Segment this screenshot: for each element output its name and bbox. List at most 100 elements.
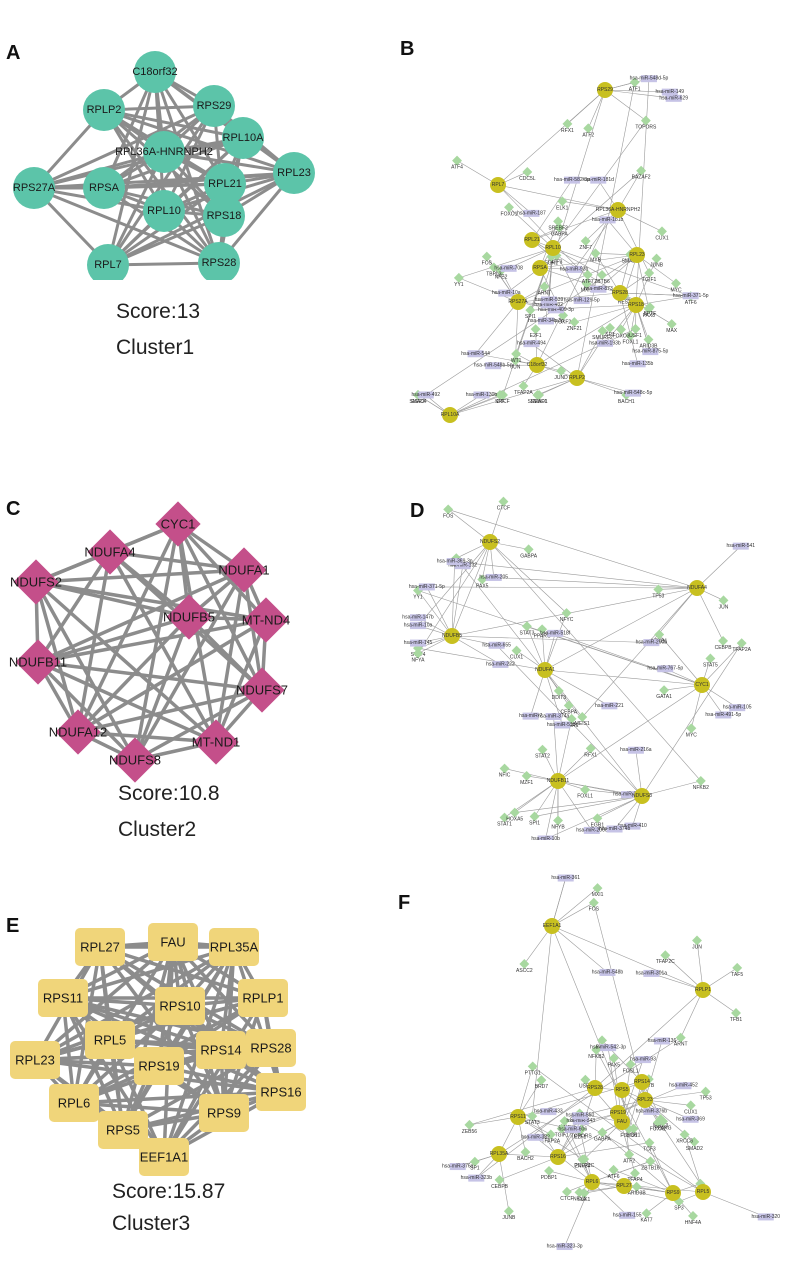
hub-rps9[interactable]: RPS9	[665, 1185, 681, 1201]
tf-foxl1[interactable]: FOXL1	[577, 784, 593, 800]
hub-rps27a[interactable]: RPS27A	[508, 294, 528, 310]
tf-cebpb[interactable]: CEBPB	[715, 635, 733, 651]
tf-junb[interactable]: JUNB	[502, 1206, 516, 1221]
node-rpl21[interactable]: RPL21	[204, 163, 246, 205]
tf-mzf1[interactable]: MZF1	[520, 770, 533, 786]
tf-tfap2c[interactable]: TFAP2C	[656, 950, 675, 965]
mirna-hsa-mir-147b[interactable]: hsa-miR-147b	[402, 614, 434, 622]
tf-nfic[interactable]: NFIC	[499, 763, 511, 779]
tf-cux1[interactable]: CUX1	[510, 645, 524, 661]
tf-hoxa5[interactable]: HOXA5	[506, 807, 523, 823]
mirna-hsa-mir-7[interactable]: hsa-miR-7	[519, 712, 542, 720]
node-rps28[interactable]: RPS28	[198, 242, 240, 280]
tf-egr1[interactable]: EGR1	[565, 713, 579, 729]
mirna-hsa-mir-542-3p[interactable]: hsa-miR-542-3p	[590, 1044, 626, 1052]
hub-rplp2[interactable]: RPLP2	[569, 370, 585, 386]
mirna-hsa-mir-222[interactable]: hsa-miR-222	[486, 660, 515, 668]
mirna-hsa-mir-130b[interactable]: hsa-miR-130b	[466, 391, 498, 399]
mirna-hsa-mir-629[interactable]: hsa-miR-629	[659, 94, 688, 102]
mirna-hsa-mir-105[interactable]: hsa-miR-105	[723, 704, 752, 712]
hub-rpl10[interactable]: RPL10	[545, 240, 561, 256]
tf-foxo1[interactable]: FOXO1	[501, 202, 518, 217]
mirna-hsa-mir-376b[interactable]: hsa-miR-376b	[636, 1107, 668, 1115]
tf-ascc2[interactable]: ASCC2	[516, 959, 533, 974]
tf-mxi1[interactable]: MXI1	[581, 278, 593, 294]
tf-tp53[interactable]: TP53	[700, 1086, 712, 1102]
mirna-hsa-mir-369-3p[interactable]: hsa-miR-369-3p	[437, 558, 473, 566]
tf-arid3b[interactable]: ARID3B	[628, 1181, 647, 1197]
hub-cyc1[interactable]: CYC1	[694, 677, 710, 693]
tf-topors[interactable]: TOPORS	[635, 115, 657, 131]
mirna-hsa-mir-655[interactable]: hsa-miR-655	[482, 641, 511, 649]
hub-rps5[interactable]: RPS5	[614, 1082, 630, 1098]
mirna-hsa-mir-10b[interactable]: hsa-miR-10b	[531, 835, 560, 840]
tf-sp1[interactable]: SP1	[469, 1156, 480, 1172]
hub-rps16[interactable]: RPS16	[550, 1149, 566, 1165]
tf-stat3[interactable]: STAT3	[525, 1111, 540, 1126]
mirna-hsa-mir-492[interactable]: hsa-miR-492	[411, 391, 440, 399]
node-rpl27[interactable]: RPL27	[75, 928, 125, 966]
mirna-hsa-mir-767-5p[interactable]: hsa-miR-767-5p	[647, 665, 683, 673]
node-rpl23[interactable]: RPL23	[10, 1041, 60, 1079]
mirna-hsa-mir-374b[interactable]: hsa-miR-374b	[599, 825, 631, 833]
tf-myc[interactable]: MYC	[670, 278, 682, 293]
hub-ndufb11[interactable]: NDUFB11	[547, 773, 570, 789]
node-rps27a[interactable]: RPS27A	[13, 167, 56, 209]
mirna-hsa-mir-708[interactable]: hsa-miR-708	[494, 264, 523, 272]
tf-rfx1[interactable]: RFX1	[561, 118, 574, 134]
tf-pparg[interactable]: PPARG	[534, 624, 551, 639]
tf-usf1[interactable]: USF1	[579, 1074, 592, 1090]
tf-arnt[interactable]: ARNT	[538, 281, 552, 297]
tf-e2f1[interactable]: E2F1	[530, 324, 542, 339]
mirna-hsa-mir-409-3p[interactable]: hsa-miR-409-3p	[538, 306, 574, 314]
mirna-hsa-mir-550[interactable]: hsa-miR-550	[566, 1112, 595, 1120]
tf-fos[interactable]: FOS	[482, 251, 493, 267]
hub-rpl36a-hnrnph2[interactable]: RPL36A-HNRNPH2	[596, 202, 641, 218]
mirna-hsa-mir-10a[interactable]: hsa-miR-10a	[404, 622, 433, 630]
node-ndufa12[interactable]: NDUFA12	[49, 709, 108, 755]
mirna-hsa-mir-200b[interactable]: hsa-miR-200b	[636, 639, 668, 647]
tf-xrcc6[interactable]: XRCC6	[676, 1129, 693, 1145]
mirna-hsa-mir-320[interactable]: hsa-miR-320	[751, 1213, 780, 1221]
node-rps14[interactable]: RPS14	[196, 1031, 246, 1069]
tf-stat5[interactable]: STAT5	[703, 653, 718, 668]
tf-atf1[interactable]: ATF1	[629, 77, 641, 92]
mirna-hsa-mir-452[interactable]: hsa-miR-452	[669, 1082, 698, 1090]
mirna-hsa-mir-875-5p[interactable]: hsa-miR-875-5p	[632, 348, 668, 356]
tf-wt1[interactable]: WT1	[511, 348, 522, 364]
node-c18orf32[interactable]: C18orf32	[132, 51, 178, 93]
node-rpl23[interactable]: RPL23	[273, 152, 315, 194]
tf-elk1[interactable]: ELK1	[556, 196, 569, 211]
node-rplp1[interactable]: RPLP1	[238, 979, 288, 1017]
tf-fos[interactable]: FOS	[589, 897, 600, 913]
hub-rpl23[interactable]: RPL23	[637, 1092, 653, 1108]
tf-nfyb[interactable]: NFYB	[551, 815, 565, 831]
hub-rps18[interactable]: RPS18	[628, 297, 644, 313]
mirna-hsa-mir-371-5p[interactable]: hsa-miR-371-5p	[673, 292, 709, 300]
mirna-hsa-mir-136[interactable]: hsa-miR-136	[648, 1037, 677, 1045]
node-rpl5[interactable]: RPL5	[85, 1021, 135, 1059]
tf-tfb1[interactable]: TFB1	[730, 1008, 742, 1023]
tf-yy1[interactable]: YY1	[453, 272, 464, 288]
tf-atf6[interactable]: ATF6	[608, 1164, 620, 1180]
hub-rps28[interactable]: RPS28	[612, 285, 628, 301]
hub-rps11[interactable]: RPS11	[510, 1109, 526, 1125]
tf-egr1[interactable]: EGR1	[591, 813, 605, 828]
node-rps9[interactable]: RPS9	[199, 1094, 249, 1132]
node-rplp2[interactable]: RPLP2	[83, 89, 125, 131]
mirna-hsa-mir-149[interactable]: hsa-miR-149	[655, 88, 684, 96]
tf-fos[interactable]: FOS	[443, 504, 454, 519]
tf-pttg1[interactable]: PTTG1	[525, 1061, 541, 1076]
tf-tcf3[interactable]: TCF3	[643, 1137, 656, 1153]
node-ndufb11[interactable]: NDUFB11	[9, 639, 67, 685]
node-rps29[interactable]: RPS29	[193, 85, 235, 127]
hub-rpl10a[interactable]: RPL10A	[441, 407, 460, 423]
tf-bazaf2[interactable]: BAZAF2	[632, 165, 651, 181]
mirna-hsa-mir-93[interactable]: hsa-miR-93	[630, 1056, 656, 1064]
tf-tfap2a[interactable]: TFAP2A	[541, 1129, 561, 1145]
tf-pdbp1[interactable]: PDBP1	[541, 1165, 558, 1181]
mirna-hsa-mir-361[interactable]: hsa-miR-361	[551, 874, 580, 882]
mirna-hsa-mir-205[interactable]: hsa-miR-205	[479, 573, 508, 581]
mirna-hsa-mir-548b[interactable]: hsa-miR-548b	[592, 968, 624, 976]
mirna-hsa-mir-382[interactable]: hsa-miR-382	[521, 1133, 550, 1141]
